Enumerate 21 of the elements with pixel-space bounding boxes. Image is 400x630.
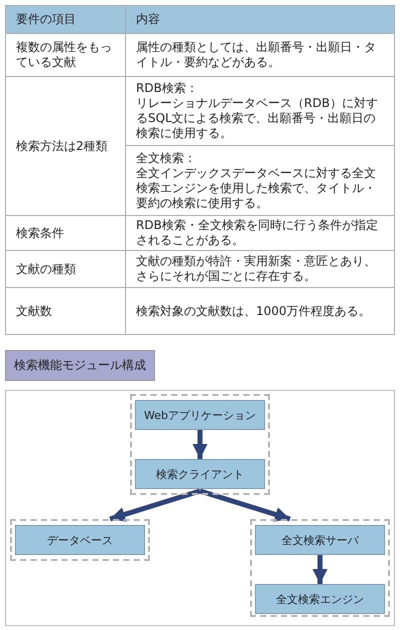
cell-text: 全文インデックスデータベースに対する全文検索エンジンを使用した検索で、タイトル・要約の検索に使用する。: [136, 166, 377, 210]
arrow: [199, 488, 291, 522]
header-cell: 内容: [125, 5, 395, 34]
module-box: 検索クライアント: [135, 459, 265, 489]
cell-text: リレーショナルデータベース（RDB）に対するSQL文による検索で、出願番号・出願日の検索に使用する。: [136, 96, 379, 141]
module-box: 全文検索サーバ: [255, 525, 385, 555]
cell-heading: 全文検索：: [136, 150, 197, 166]
section-heading: 検索機能モジュール構成: [5, 350, 155, 381]
module-box: 全文検索エンジン: [255, 584, 385, 614]
header-cell: 要件の項目: [5, 5, 126, 34]
table-cell: 文献数: [5, 287, 126, 335]
module-box: データベース: [15, 525, 145, 555]
arrow: [109, 488, 201, 522]
cell-heading: RDB検索：: [136, 81, 199, 96]
group-box: [10, 519, 150, 561]
group-box: [250, 519, 390, 617]
table-cell: 検索対象の文献数は、1000万件程度ある。: [125, 287, 395, 335]
module-box: Webアプリケーション: [135, 400, 265, 430]
group-box: [130, 394, 270, 495]
arrow: [312, 555, 328, 584]
arrow: [192, 430, 208, 459]
